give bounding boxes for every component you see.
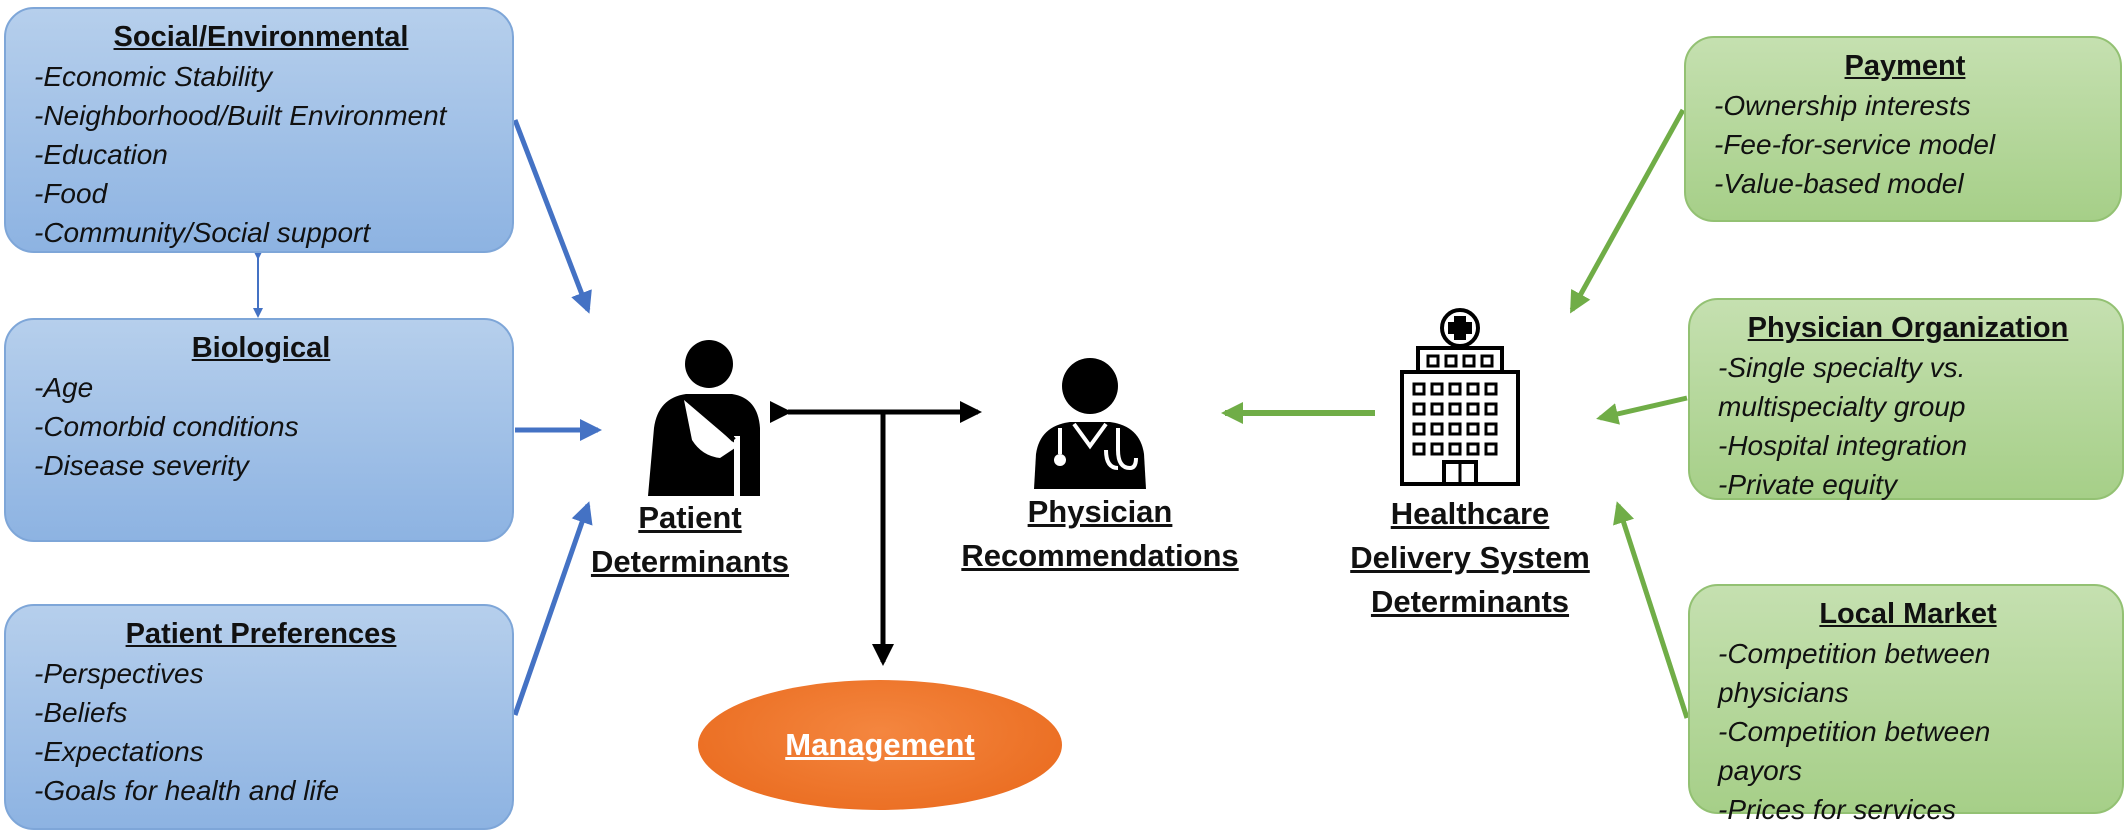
arrow-preferences-to-patient xyxy=(512,501,593,716)
biological-box: Biological -Age -Comorbid conditions -Di… xyxy=(4,318,514,542)
social-environmental-box: Social/Environmental -Economic Stability… xyxy=(4,7,514,253)
list-item: -Disease severity xyxy=(34,450,249,481)
payment-title: Payment xyxy=(1844,50,1966,82)
physician-organization-box: Physician Organization -Single specialty… xyxy=(1688,298,2124,500)
arrow-organization-to-healthcare xyxy=(1596,395,1688,425)
list-item: -Goals for health and life xyxy=(34,775,340,806)
list-item: -Prices for services xyxy=(1718,794,1957,825)
label-line: Patient xyxy=(638,500,742,535)
arrow-social-to-patient xyxy=(512,119,592,314)
management-ellipse: Management xyxy=(698,680,1062,810)
hospital-building-icon xyxy=(1400,308,1520,486)
label-line: Healthcare xyxy=(1390,496,1550,531)
healthcare-delivery-label: Healthcare Delivery System Determinants xyxy=(1330,492,1610,624)
list-item: multispecialty group xyxy=(1718,391,1966,422)
biological-title: Biological xyxy=(191,332,331,364)
arrow-market-to-healthcare xyxy=(1613,501,1690,719)
list-item: -Neighborhood/Built Environment xyxy=(34,100,447,131)
patient-sling-icon xyxy=(648,340,760,496)
list-item: -Perspectives xyxy=(34,658,204,689)
list-item: -Single specialty vs. xyxy=(1718,352,1966,383)
list-item: -Community/Social support xyxy=(34,217,371,248)
label-line: Delivery System xyxy=(1350,540,1590,575)
list-item: -Education xyxy=(34,139,168,170)
patient-determinants-label: Patient Determinants xyxy=(560,496,820,584)
label-line: Physician xyxy=(1027,494,1173,529)
payment-box: Payment -Ownership interests -Fee-for-se… xyxy=(1684,36,2122,222)
list-item: -Hospital integration xyxy=(1718,430,1968,461)
social-environmental-title: Social/Environmental xyxy=(113,21,409,53)
patient-preferences-title: Patient Preferences xyxy=(125,618,397,650)
list-item: -Ownership interests xyxy=(1714,90,1971,121)
list-item: -Private equity xyxy=(1718,469,1897,500)
list-item: -Competition between xyxy=(1718,638,1991,669)
list-item: -Beliefs xyxy=(34,697,128,728)
list-item: -Expectations xyxy=(34,736,204,767)
list-item: -Economic Stability xyxy=(34,61,273,92)
list-item: -Fee-for-service model xyxy=(1714,129,1996,160)
list-item: -Age xyxy=(34,372,94,403)
label-line: Determinants xyxy=(590,544,790,579)
local-market-title: Local Market xyxy=(1819,598,1997,630)
physician-recommendations-label: Physician Recommendations xyxy=(940,490,1260,578)
label-line: Determinants xyxy=(1370,584,1570,619)
list-item: -Value-based model xyxy=(1714,168,1964,199)
list-item: payors xyxy=(1718,755,1803,786)
physician-organization-title: Physician Organization xyxy=(1747,312,2069,344)
list-item: -Competition between xyxy=(1718,716,1991,747)
arrow-payment-to-healthcare xyxy=(1569,108,1686,314)
list-item: -Comorbid conditions xyxy=(34,411,299,442)
label-line: Recommendations xyxy=(961,538,1239,573)
doctor-stethoscope-icon xyxy=(1034,358,1146,489)
local-market-box: Local Market -Competition between physic… xyxy=(1688,584,2124,825)
list-item: physicians xyxy=(1718,677,1849,708)
management-label: Management xyxy=(785,727,975,762)
list-item: -Food xyxy=(34,178,108,209)
patient-preferences-box: Patient Preferences -Perspectives -Belie… xyxy=(4,604,514,830)
